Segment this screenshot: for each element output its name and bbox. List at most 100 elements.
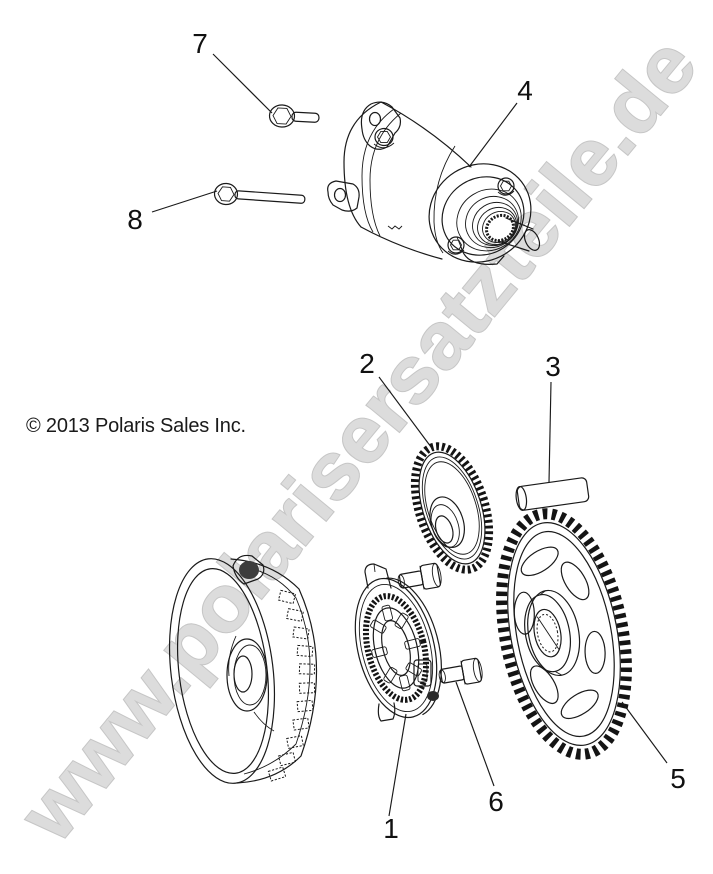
gear-tooth-root xyxy=(418,451,486,565)
motor-shaft-bottom xyxy=(497,240,530,252)
bore-spline xyxy=(536,613,559,653)
watermark-text: www.polarisersatzteile.de xyxy=(2,21,713,858)
web-hole xyxy=(529,665,559,705)
rim-slot xyxy=(298,682,316,694)
motor-body-mark xyxy=(387,225,403,230)
roller xyxy=(398,674,411,692)
rim-slot xyxy=(292,717,310,731)
callout-2: 2 xyxy=(359,348,375,379)
clutch-depth-edge xyxy=(386,577,442,716)
drum-keyway-shade xyxy=(239,561,259,579)
gear-rim xyxy=(421,456,483,560)
motor-rear-band xyxy=(361,108,395,233)
motor-front-band xyxy=(433,145,456,254)
bracket-hole xyxy=(333,187,347,203)
roller xyxy=(383,666,398,684)
drum-face-outer xyxy=(168,558,276,784)
bracket-bolt-flange xyxy=(373,142,395,149)
leader-5 xyxy=(621,701,668,764)
rim-slot xyxy=(286,608,304,622)
shaft-end-face xyxy=(515,485,528,511)
callout-numbers: 1 2 3 4 5 6 7 8 xyxy=(127,28,686,844)
flange-bolt-long-drawing xyxy=(213,182,306,206)
bolt-flange xyxy=(213,182,239,206)
bracket-hex-bolt xyxy=(374,127,394,147)
callout-5: 5 xyxy=(670,763,686,794)
web-hole xyxy=(560,561,590,601)
gear-bore xyxy=(434,515,454,544)
clutch-top-ear xyxy=(364,563,392,589)
flange-bolt-short-drawing xyxy=(268,104,320,128)
motor-left-bracket xyxy=(327,180,360,212)
leader-4 xyxy=(468,102,518,168)
gear-teeth xyxy=(496,508,632,760)
callout-7: 7 xyxy=(192,28,208,59)
motor-front-face xyxy=(428,163,532,263)
drum-rim-inner-line xyxy=(239,565,311,775)
clutch-socket-bolt xyxy=(436,656,485,690)
leader-8 xyxy=(151,190,218,213)
rim-slot xyxy=(267,766,287,782)
drum-hub-outer xyxy=(226,638,268,712)
idler-shaft-drawing xyxy=(515,477,590,511)
drum-center-hole xyxy=(233,655,253,693)
clutch-right-boss xyxy=(413,659,432,687)
face-through-bolt xyxy=(497,177,515,195)
clutch-sprag-ring xyxy=(362,593,430,703)
roller xyxy=(371,646,388,658)
leader-lines xyxy=(151,53,668,817)
roller xyxy=(381,604,394,622)
drive-gear-drawing xyxy=(496,508,632,760)
face-through-bolt xyxy=(447,236,465,254)
clutch-boss-slot xyxy=(417,663,428,683)
clutch-bolt-tip xyxy=(427,691,439,701)
shaft-body xyxy=(516,477,590,511)
motor-body-top-edge xyxy=(380,101,472,168)
rim-slot xyxy=(286,735,304,749)
callout-1: 1 xyxy=(383,813,399,844)
clutch-rollers xyxy=(370,604,422,692)
motor-cone-ring xyxy=(456,188,522,252)
leader-7 xyxy=(212,53,273,114)
gear-tooth-root xyxy=(507,522,621,746)
drum-face-arc xyxy=(253,711,275,732)
one-way-clutch-drawing xyxy=(354,563,442,722)
drum-rim-slots xyxy=(267,589,316,782)
drum-rim-outline xyxy=(230,558,318,784)
bolt-hex-head xyxy=(217,186,235,202)
face-bolt-hex xyxy=(499,180,513,192)
rim-slot xyxy=(296,644,314,658)
clutch-socket-bolt xyxy=(395,561,444,595)
callout-6: 6 xyxy=(488,786,504,817)
drum-top-tab xyxy=(232,554,265,585)
gear-face xyxy=(424,461,480,555)
clutch-housing-outer xyxy=(354,577,438,719)
motor-top-bracket xyxy=(360,101,402,150)
motor-cone-rib xyxy=(477,206,517,246)
rim-slot xyxy=(277,751,297,767)
callout-8: 8 xyxy=(127,204,143,235)
motor-wire-clip xyxy=(460,246,505,265)
copyright-text: © 2013 Polaris Sales Inc. xyxy=(26,415,246,437)
motor-cone-rib xyxy=(482,210,516,244)
bracket-hole xyxy=(368,111,382,127)
bolt-shaft xyxy=(234,190,306,204)
motor-body-bottom-edge xyxy=(360,226,443,260)
motor-wire-clip xyxy=(456,236,462,248)
roller xyxy=(394,612,409,630)
rim-slot xyxy=(292,626,310,640)
gear-teeth xyxy=(410,442,494,574)
web-hole xyxy=(520,546,559,577)
rim-slot xyxy=(277,589,297,605)
clutch-cage-inner xyxy=(381,620,411,676)
clutch-housing-inner xyxy=(359,583,433,713)
clutch-bottom-lug xyxy=(377,702,396,722)
leader-3 xyxy=(548,381,552,483)
gear-bore xyxy=(533,608,562,658)
gear-hub-face xyxy=(430,504,460,548)
clutch-cage-outer xyxy=(372,607,420,689)
bolt-shaft xyxy=(291,111,320,123)
drum-face-arc xyxy=(228,635,237,677)
leader-1 xyxy=(388,713,407,817)
